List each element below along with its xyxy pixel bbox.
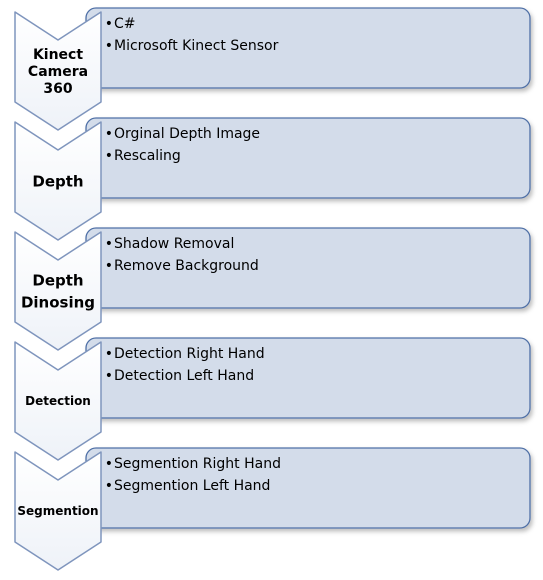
step-bullet-text: Orginal Depth Image bbox=[114, 126, 260, 142]
step-bullet-text: Microsoft Kinect Sensor bbox=[114, 38, 279, 54]
step-bullet-text: Segmention Left Hand bbox=[114, 478, 270, 494]
step-label-line: Depth bbox=[32, 271, 83, 289]
step-label-line: Segmention bbox=[17, 504, 98, 518]
step-label-line: Detection bbox=[25, 394, 91, 408]
step-bullet-text: Remove Background bbox=[114, 258, 259, 274]
bullet-icon: • bbox=[105, 148, 113, 164]
step-label-line: Camera bbox=[28, 64, 88, 80]
step-chevron bbox=[14, 121, 102, 241]
step-bullet-text: Shadow Removal bbox=[114, 236, 234, 252]
bullet-icon: • bbox=[105, 236, 113, 252]
bullet-icon: • bbox=[105, 126, 113, 142]
step-2: Depth •Orginal Depth Image•Rescaling bbox=[14, 117, 531, 241]
step-bullet-text: Rescaling bbox=[114, 148, 181, 164]
step-bullet-text: Detection Left Hand bbox=[114, 368, 254, 384]
step-chevron bbox=[14, 341, 102, 461]
step-label-line: Kinect bbox=[33, 47, 83, 63]
bullet-icon: • bbox=[105, 16, 113, 32]
step-label-line: Dinosing bbox=[21, 293, 95, 311]
step-label-line: 360 bbox=[43, 81, 72, 97]
bullet-icon: • bbox=[105, 258, 113, 274]
step-4: Detection •Detection Right Hand•Detection… bbox=[14, 337, 531, 461]
bullet-icon: • bbox=[105, 456, 113, 472]
step-chevron bbox=[14, 11, 102, 131]
step-5: Segmention •Segmention Right Hand•Segment… bbox=[14, 447, 531, 571]
bullet-icon: • bbox=[105, 478, 113, 494]
bullet-icon: • bbox=[105, 346, 113, 362]
step-bullet-text: Segmention Right Hand bbox=[114, 456, 281, 472]
step-bullet-text: Detection Right Hand bbox=[114, 346, 265, 362]
step-chevron bbox=[14, 231, 102, 351]
step-chevron bbox=[14, 451, 102, 571]
step-bullet-text: C# bbox=[114, 16, 136, 32]
bullet-icon: • bbox=[105, 368, 113, 384]
step-label-line: Depth bbox=[32, 172, 83, 190]
bullet-icon: • bbox=[105, 38, 113, 54]
